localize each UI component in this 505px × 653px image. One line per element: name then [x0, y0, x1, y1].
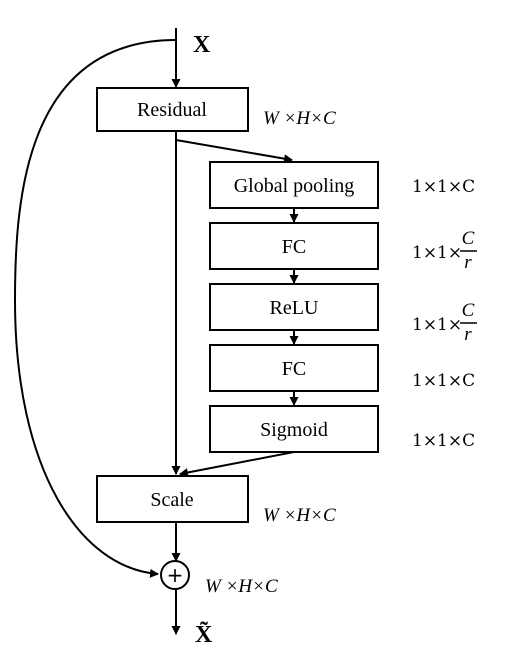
output-label: X̃ [195, 622, 213, 648]
input-label: X [193, 32, 211, 58]
relu-label: ReLU [270, 297, 319, 319]
sum-dim: W ×H×C [205, 576, 278, 597]
sigmoid-block: Sigmoid [209, 405, 379, 453]
scale-dim: W ×H×C [263, 505, 336, 526]
relu-block: ReLU [209, 283, 379, 331]
sigmoid-dim: 1×1×C [412, 431, 475, 451]
fc1-label: FC [282, 236, 306, 258]
residual-label: Residual [137, 99, 207, 121]
fc1-block: FC [209, 222, 379, 270]
scale-label: Scale [150, 489, 193, 511]
relu-dim-numerator: C [462, 300, 475, 321]
relu-dim-prefix: 1×1× [412, 315, 462, 335]
global-pooling-dim: 1×1×C [412, 177, 475, 197]
plus-icon: + [167, 563, 184, 587]
global-pooling-block: Global pooling [209, 161, 379, 209]
fc1-dim-numerator: C [462, 228, 475, 249]
residual-dim: W ×H×C [263, 108, 336, 129]
global-pooling-label: Global pooling [234, 175, 355, 197]
fc1-dim-denominator: r [464, 252, 472, 273]
fc2-block: FC [209, 344, 379, 392]
sigmoid-label: Sigmoid [260, 419, 328, 441]
fc1-dim-prefix: 1×1× [412, 243, 462, 263]
skip-connection [13, 39, 177, 578]
relu-dim-denominator: r [464, 324, 472, 345]
arrow-residual-to-pooling [175, 139, 293, 164]
sum-node: + [160, 560, 190, 590]
residual-block: Residual [96, 87, 249, 132]
arrow-sigmoid-to-scale [179, 451, 295, 477]
fc2-dim: 1×1×C [412, 371, 475, 391]
scale-block: Scale [96, 475, 249, 523]
fc2-label: FC [282, 358, 306, 380]
